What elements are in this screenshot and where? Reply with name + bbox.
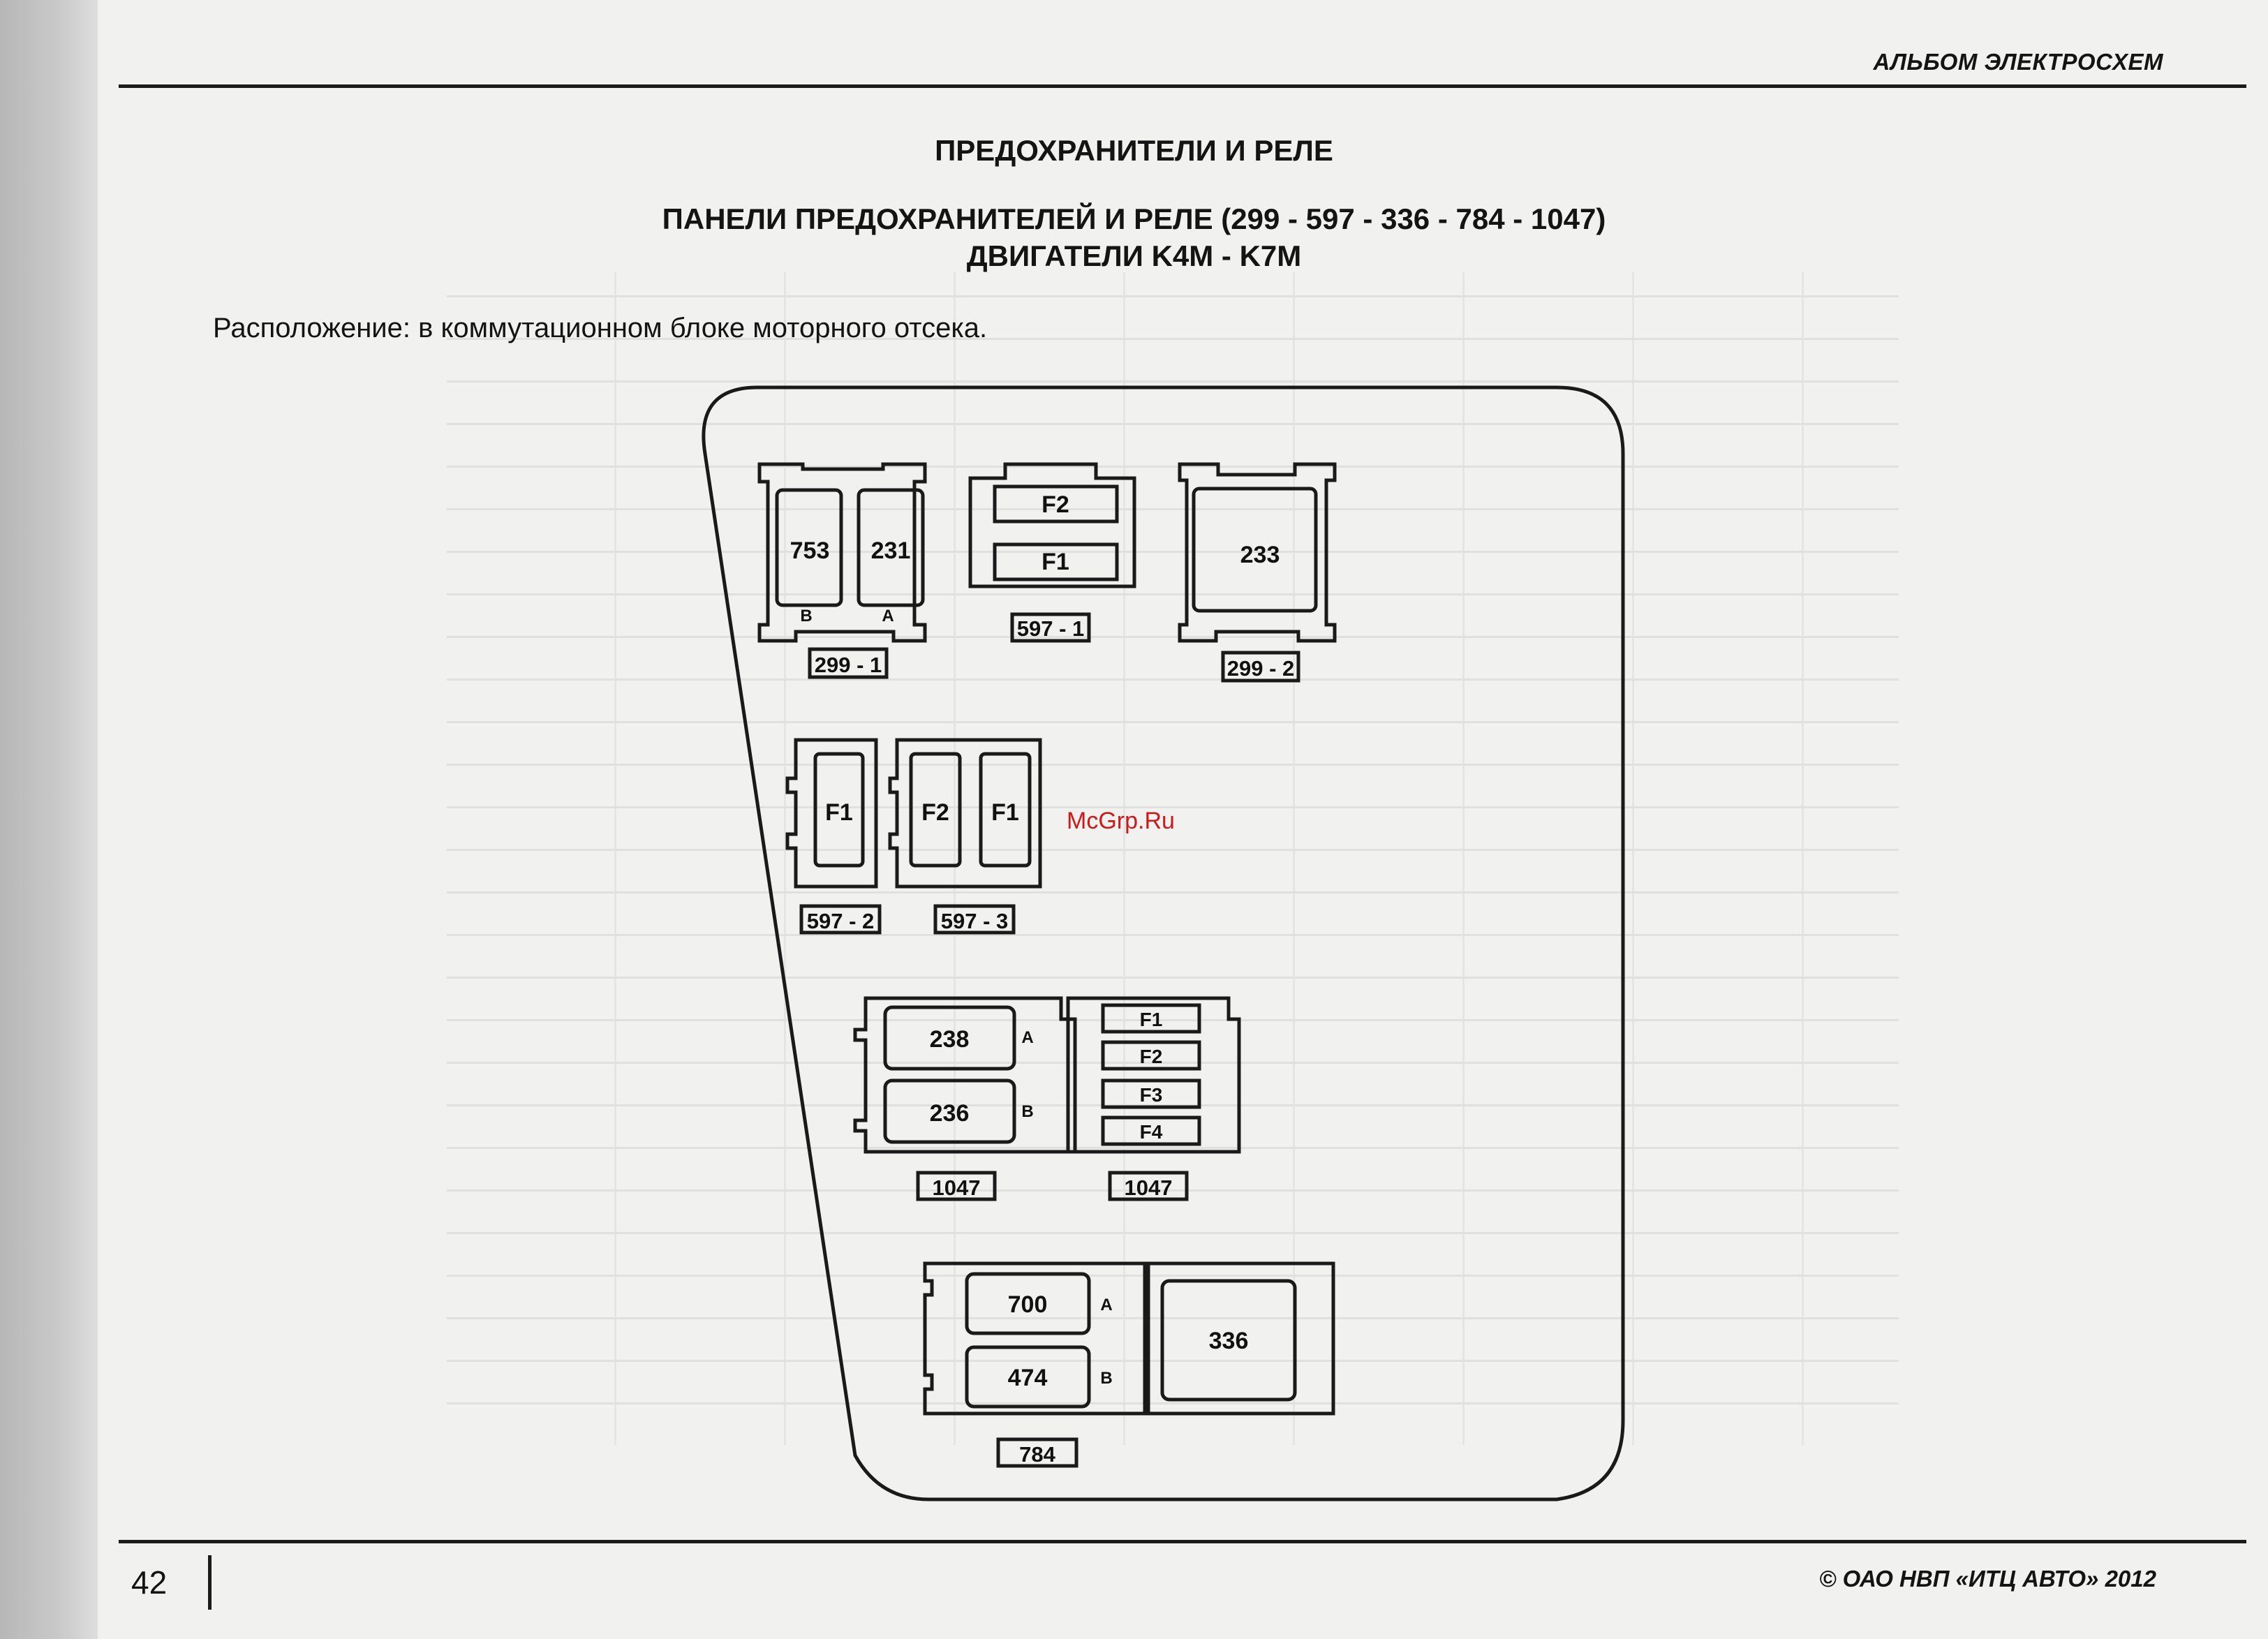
block-336	[1146, 1261, 1335, 1416]
album-title: АЛЬБОМ ЭЛЕКТРОСХЕМ	[1873, 49, 2163, 75]
bleed-through-table	[447, 272, 1899, 1445]
block-784	[923, 1261, 1147, 1468]
tag-1047-right: 1047	[1125, 1176, 1173, 1200]
copyright: © ОАО НВП «ИТЦ АВТО» 2012	[1819, 1566, 2156, 1592]
relay-474-label: 474	[1008, 1365, 1048, 1391]
housing-outline	[702, 385, 1625, 1501]
block-299-1	[757, 462, 927, 679]
fuse-f2-1047-label: F2	[1140, 1046, 1163, 1067]
block-299-2	[1178, 462, 1337, 683]
tag-597-1: 597 - 1	[1017, 616, 1085, 641]
relay-236-label: 236	[930, 1100, 970, 1127]
pin-b-784-label: B	[1100, 1369, 1112, 1388]
page-title: ПРЕДОХРАНИТЕЛИ И РЕЛЕ	[935, 134, 1333, 167]
fuse-f3-1047-label: F3	[1140, 1084, 1163, 1106]
fuse-f1-597-3-label: F1	[991, 799, 1019, 826]
tag-299-1: 299 - 1	[815, 653, 882, 677]
fuse-f4-1047-label: F4	[1140, 1121, 1163, 1143]
relay-753-label: 753	[790, 537, 830, 564]
tag-784: 784	[1019, 1442, 1055, 1467]
relay-336-label: 336	[1209, 1328, 1249, 1354]
relay-233-label: 233	[1240, 542, 1280, 568]
pin-b-1047-label: B	[1021, 1102, 1033, 1121]
block-597-3	[888, 738, 1042, 935]
block-1047-left	[853, 996, 1077, 1201]
page-sheet	[98, 0, 2268, 1639]
relay-700-label: 700	[1008, 1291, 1048, 1318]
location-note: Расположение: в коммутационном блоке мот…	[213, 313, 988, 343]
diagram-title: ПАНЕЛИ ПРЕДОХРАНИТЕЛЕЙ И РЕЛЕ (299 - 597…	[662, 202, 1606, 235]
fuse-f2-label: F2	[1042, 491, 1069, 518]
pin-a-1047-label: A	[1021, 1028, 1033, 1047]
fuse-f1-1047-label: F1	[1140, 1009, 1163, 1030]
header-rule	[119, 84, 2246, 88]
tag-597-2: 597 - 2	[807, 909, 875, 933]
fuse-f1-label: F1	[1042, 549, 1069, 575]
footer-rule	[119, 1540, 2246, 1543]
footer-separator	[208, 1555, 212, 1610]
relay-231-label: 231	[871, 537, 911, 564]
fuse-f2-597-3-label: F2	[921, 799, 949, 826]
block-597-1	[968, 462, 1136, 643]
pin-a-784-label: A	[1100, 1296, 1112, 1314]
tag-299-2: 299 - 2	[1227, 656, 1295, 681]
engine-subtitle: ДВИГАТЕЛИ K4M - K7M	[966, 239, 1302, 272]
page-number: 42	[131, 1564, 168, 1601]
scan-margin	[0, 0, 98, 1639]
tag-1047-left: 1047	[933, 1176, 981, 1200]
relay-238-label: 238	[930, 1026, 970, 1053]
block-597-2	[785, 738, 882, 935]
tag-597-3: 597 - 3	[941, 909, 1009, 933]
block-1047-right	[1066, 996, 1241, 1201]
watermark: McGrp.Ru	[1067, 808, 1175, 834]
pin-b-label: B	[800, 607, 812, 625]
pin-a-label: A	[882, 607, 894, 625]
fuse-f1-597-2-label: F1	[825, 799, 853, 826]
